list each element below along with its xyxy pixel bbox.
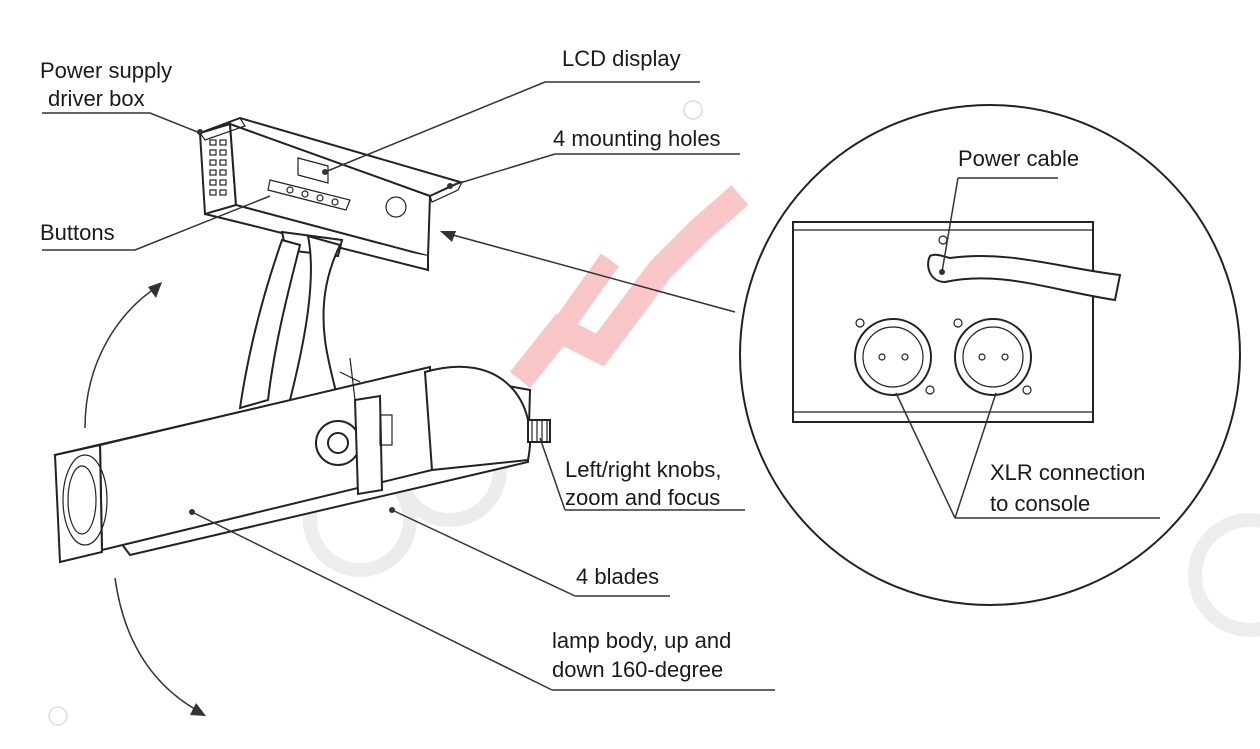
- label-blades: 4 blades: [576, 564, 659, 589]
- registered-mark: [48, 100, 703, 726]
- lamp-body: [53, 357, 551, 564]
- detail-panel: [792, 221, 1122, 423]
- xlr-connector-right: [953, 318, 1032, 396]
- label-xlr-line1: XLR connection: [990, 460, 1145, 485]
- label-power-supply-line2: driver box: [48, 86, 145, 111]
- xlr-connector-left: [854, 318, 935, 396]
- label-xlr-line2: to console: [990, 491, 1090, 516]
- label-knobs-line2: zoom and focus: [565, 485, 720, 510]
- lcd-screen: [297, 157, 329, 184]
- power-cable: [927, 253, 1122, 302]
- label-mounting-holes: 4 mounting holes: [553, 126, 721, 151]
- label-lamp-body-line1: lamp body, up and: [552, 628, 731, 653]
- label-power-supply-line1: Power supply: [40, 58, 172, 83]
- label-buttons: Buttons: [40, 220, 115, 245]
- labels: Power supply driver box LCD display 4 mo…: [40, 46, 1145, 682]
- label-power-cable: Power cable: [958, 146, 1079, 171]
- rotation-arrow-up: [84, 282, 162, 429]
- leader-lines: [42, 81, 1160, 691]
- label-lcd-display: LCD display: [562, 46, 681, 71]
- label-knobs-line1: Left/right knobs,: [565, 457, 722, 482]
- rotation-arrow-down: [114, 577, 206, 716]
- button-strip: [267, 179, 351, 211]
- label-lamp-body-line2: down 160-degree: [552, 657, 723, 682]
- watermark-lite: [509, 185, 749, 389]
